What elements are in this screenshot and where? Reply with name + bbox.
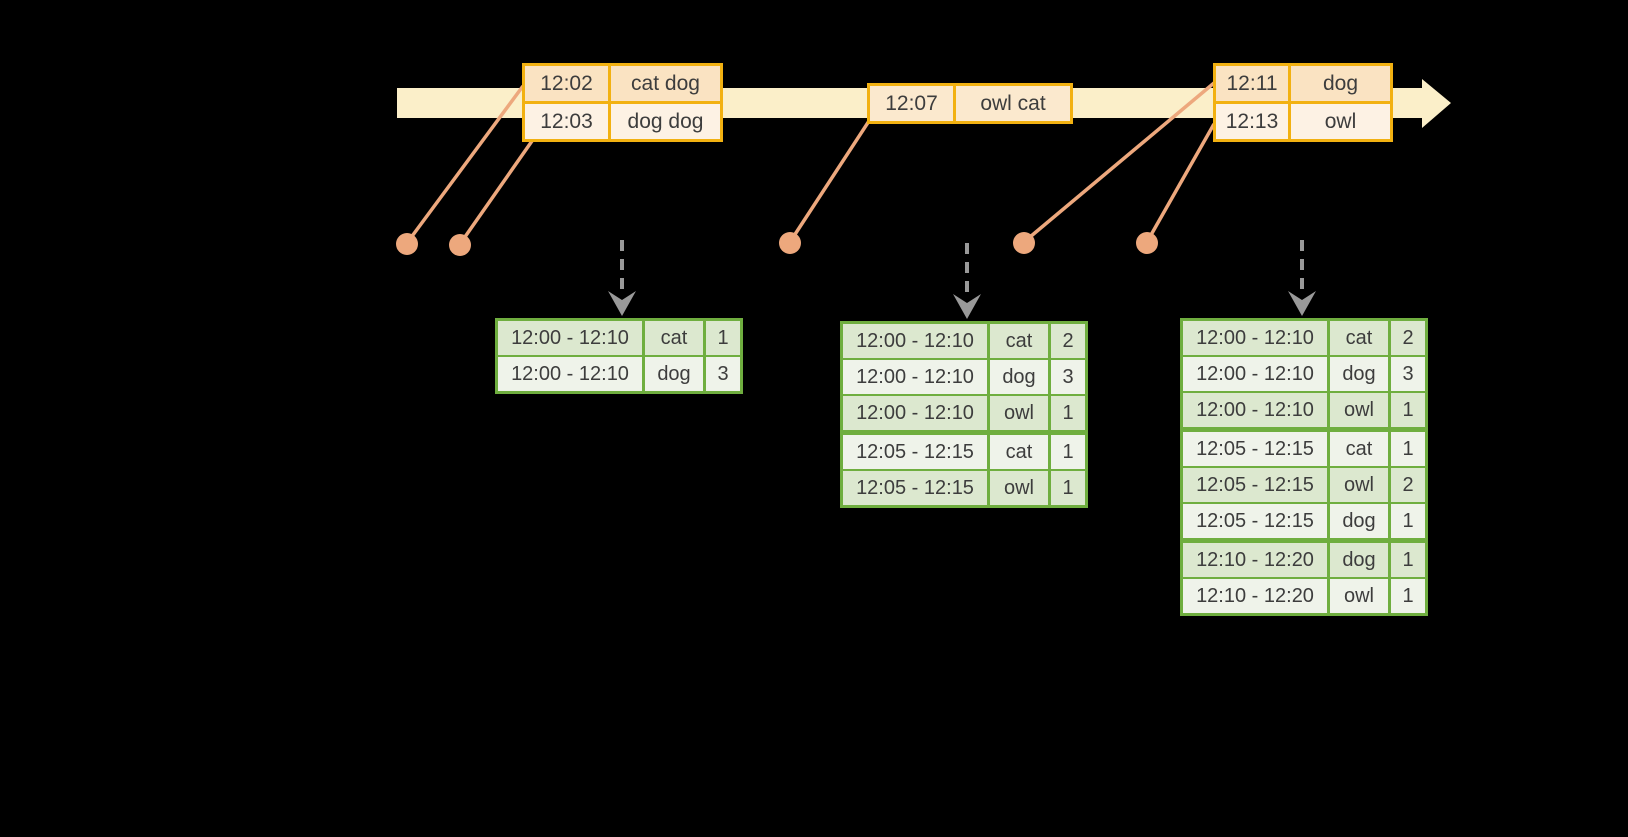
result-row: 12:05 - 12:15 owl 1 [843,471,1085,505]
event-time-cell: 12:11 [1216,66,1288,101]
result-row: 12:00 - 12:10 cat 1 [498,321,740,355]
result-row: 12:00 - 12:10 owl 1 [843,396,1085,430]
word-cell: dog [1330,504,1388,538]
word-cell: owl [1330,393,1388,427]
window-cell: 12:00 - 12:10 [1183,393,1327,427]
window-cell: 12:00 - 12:10 [1183,321,1327,355]
event-dot-icon [1013,232,1035,254]
event-table-2: 12:07 owl cat [867,83,1073,124]
count-cell: 3 [706,357,740,391]
event-time-cell: 12:02 [525,66,608,101]
window-cell: 12:00 - 12:10 [843,396,987,430]
arrowhead-down-icon [953,294,981,319]
event-dots [396,232,1158,256]
result-table-2: 12:00 - 12:10 cat 2 12:00 - 12:10 dog 3 … [840,321,1088,508]
event-row: 12:03 dog dog [525,104,720,139]
event-time-cell: 12:07 [870,86,953,121]
leader-line-1203 [458,139,534,246]
word-cell: cat [990,324,1048,358]
word-cell: owl [990,396,1048,430]
count-cell: 1 [1051,396,1085,430]
trigger-arrows [620,240,1304,299]
event-row: 12:07 owl cat [870,86,1070,121]
event-words-cell: dog [1291,66,1390,101]
result-row: 12:05 - 12:15 dog 1 [1183,504,1425,538]
count-cell: 1 [1391,504,1425,538]
count-cell: 2 [1391,321,1425,355]
count-cell: 2 [1051,324,1085,358]
count-cell: 1 [1391,579,1425,613]
window-cell: 12:00 - 12:10 [1183,357,1327,391]
result-row: 12:00 - 12:10 dog 3 [843,360,1085,394]
event-dot-icon [449,234,471,256]
event-row: 12:11 dog [1216,66,1390,101]
window-cell: 12:05 - 12:15 [1183,468,1327,502]
event-time-cell: 12:13 [1216,104,1288,139]
word-cell: dog [645,357,703,391]
window-cell: 12:10 - 12:20 [1183,543,1327,577]
result-row: 12:00 - 12:10 dog 3 [498,357,740,391]
count-cell: 1 [1051,471,1085,505]
word-cell: owl [1330,468,1388,502]
event-row: 12:02 cat dog [525,66,720,101]
word-cell: dog [990,360,1048,394]
word-cell: cat [645,321,703,355]
leader-line-1202 [405,84,525,245]
count-cell: 1 [1391,543,1425,577]
event-row: 12:13 owl [1216,104,1390,139]
word-cell: owl [990,471,1048,505]
result-row: 12:00 - 12:10 dog 3 [1183,357,1425,391]
arrowhead-down-icon [1288,291,1316,316]
event-time-cell: 12:03 [525,104,608,139]
result-row: 12:10 - 12:20 dog 1 [1183,543,1425,577]
result-row: 12:00 - 12:10 owl 1 [1183,393,1425,427]
word-cell: dog [1330,357,1388,391]
window-cell: 12:00 - 12:10 [498,321,642,355]
leader-line-1213 [1145,123,1216,243]
event-dot-icon [1136,232,1158,254]
word-cell: cat [1330,432,1388,466]
result-row: 12:00 - 12:10 cat 2 [843,324,1085,358]
count-cell: 3 [1391,357,1425,391]
event-table-3: 12:11 dog 12:13 owl [1213,63,1393,142]
event-words-cell: cat dog [611,66,720,101]
count-cell: 1 [1051,435,1085,469]
event-dot-icon [396,233,418,255]
trigger-arrowheads [608,291,1316,319]
leader-line-1211 [1022,81,1216,244]
event-words-cell: owl cat [956,86,1070,121]
window-cell: 12:10 - 12:20 [1183,579,1327,613]
result-table-1: 12:00 - 12:10 cat 1 12:00 - 12:10 dog 3 [495,318,743,394]
window-cell: 12:00 - 12:10 [498,357,642,391]
window-cell: 12:05 - 12:15 [1183,504,1327,538]
arrowhead-down-icon [608,291,636,316]
event-table-1: 12:02 cat dog 12:03 dog dog [522,63,723,142]
count-cell: 1 [1391,432,1425,466]
event-words-cell: owl [1291,104,1390,139]
window-cell: 12:05 - 12:15 [1183,432,1327,466]
result-row: 12:05 - 12:15 cat 1 [843,435,1085,469]
window-cell: 12:05 - 12:15 [843,471,987,505]
window-cell: 12:00 - 12:10 [843,324,987,358]
window-cell: 12:05 - 12:15 [843,435,987,469]
word-cell: owl [1330,579,1388,613]
word-cell: cat [990,435,1048,469]
leader-lines [405,81,1216,246]
word-cell: cat [1330,321,1388,355]
leader-line-1207 [788,120,871,243]
event-words-cell: dog dog [611,104,720,139]
window-cell: 12:00 - 12:10 [843,360,987,394]
count-cell: 2 [1391,468,1425,502]
result-row: 12:05 - 12:15 cat 1 [1183,432,1425,466]
count-cell: 1 [1391,393,1425,427]
timeline-arrowhead-icon [1422,79,1451,128]
result-row: 12:00 - 12:10 cat 2 [1183,321,1425,355]
count-cell: 1 [706,321,740,355]
event-dot-icon [779,232,801,254]
result-row: 12:10 - 12:20 owl 1 [1183,579,1425,613]
result-table-3: 12:00 - 12:10 cat 2 12:00 - 12:10 dog 3 … [1180,318,1428,616]
result-row: 12:05 - 12:15 owl 2 [1183,468,1425,502]
count-cell: 3 [1051,360,1085,394]
word-cell: dog [1330,543,1388,577]
